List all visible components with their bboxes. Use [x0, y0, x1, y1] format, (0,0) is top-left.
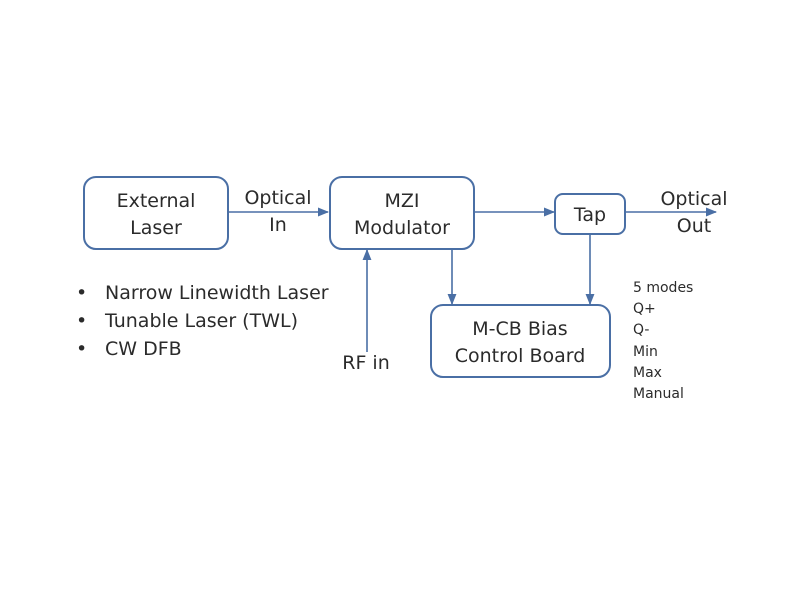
mode-item: Q-: [633, 322, 649, 338]
mode-item: Min: [633, 344, 658, 360]
tap-label: Tap: [573, 204, 606, 226]
mcb-label-line2: Control Board: [455, 345, 586, 367]
external-laser-label-line1: External: [117, 190, 196, 212]
optical-out-label-line1: Optical: [660, 188, 727, 210]
mode-item: Q+: [633, 301, 656, 317]
optical-in-label-line2: In: [269, 214, 287, 236]
rf-in-label: RF in: [342, 352, 390, 374]
mzi-label-line2: Modulator: [354, 217, 450, 239]
bullet-glyph: •: [76, 310, 87, 332]
optical-out-label-line2: Out: [677, 215, 711, 237]
laser-types-list: • Narrow Linewidth Laser • Tunable Laser…: [76, 282, 329, 360]
laser-type-item: Narrow Linewidth Laser: [105, 282, 329, 304]
modes-list: 5 modes Q+ Q- Min Max Manual: [633, 280, 693, 402]
mode-item: Max: [633, 365, 662, 381]
mzi-label-line1: MZI: [384, 190, 419, 212]
mcb-label-line1: M-CB Bias: [472, 318, 567, 340]
optical-in-label-line1: Optical: [244, 187, 311, 209]
mcb-bias-control-board-block: M-CB Bias Control Board: [430, 304, 611, 378]
external-laser-block: External Laser: [83, 176, 229, 250]
bullet-glyph: •: [76, 282, 87, 304]
bullet-glyph: •: [76, 338, 87, 360]
mzi-modulator-block: MZI Modulator: [329, 176, 475, 250]
mode-item: Manual: [633, 386, 684, 402]
laser-type-item: CW DFB: [105, 338, 182, 360]
modes-title: 5 modes: [633, 280, 693, 296]
tap-block: Tap: [554, 193, 626, 235]
laser-type-item: Tunable Laser (TWL): [104, 310, 298, 332]
external-laser-label-line2: Laser: [130, 217, 182, 239]
